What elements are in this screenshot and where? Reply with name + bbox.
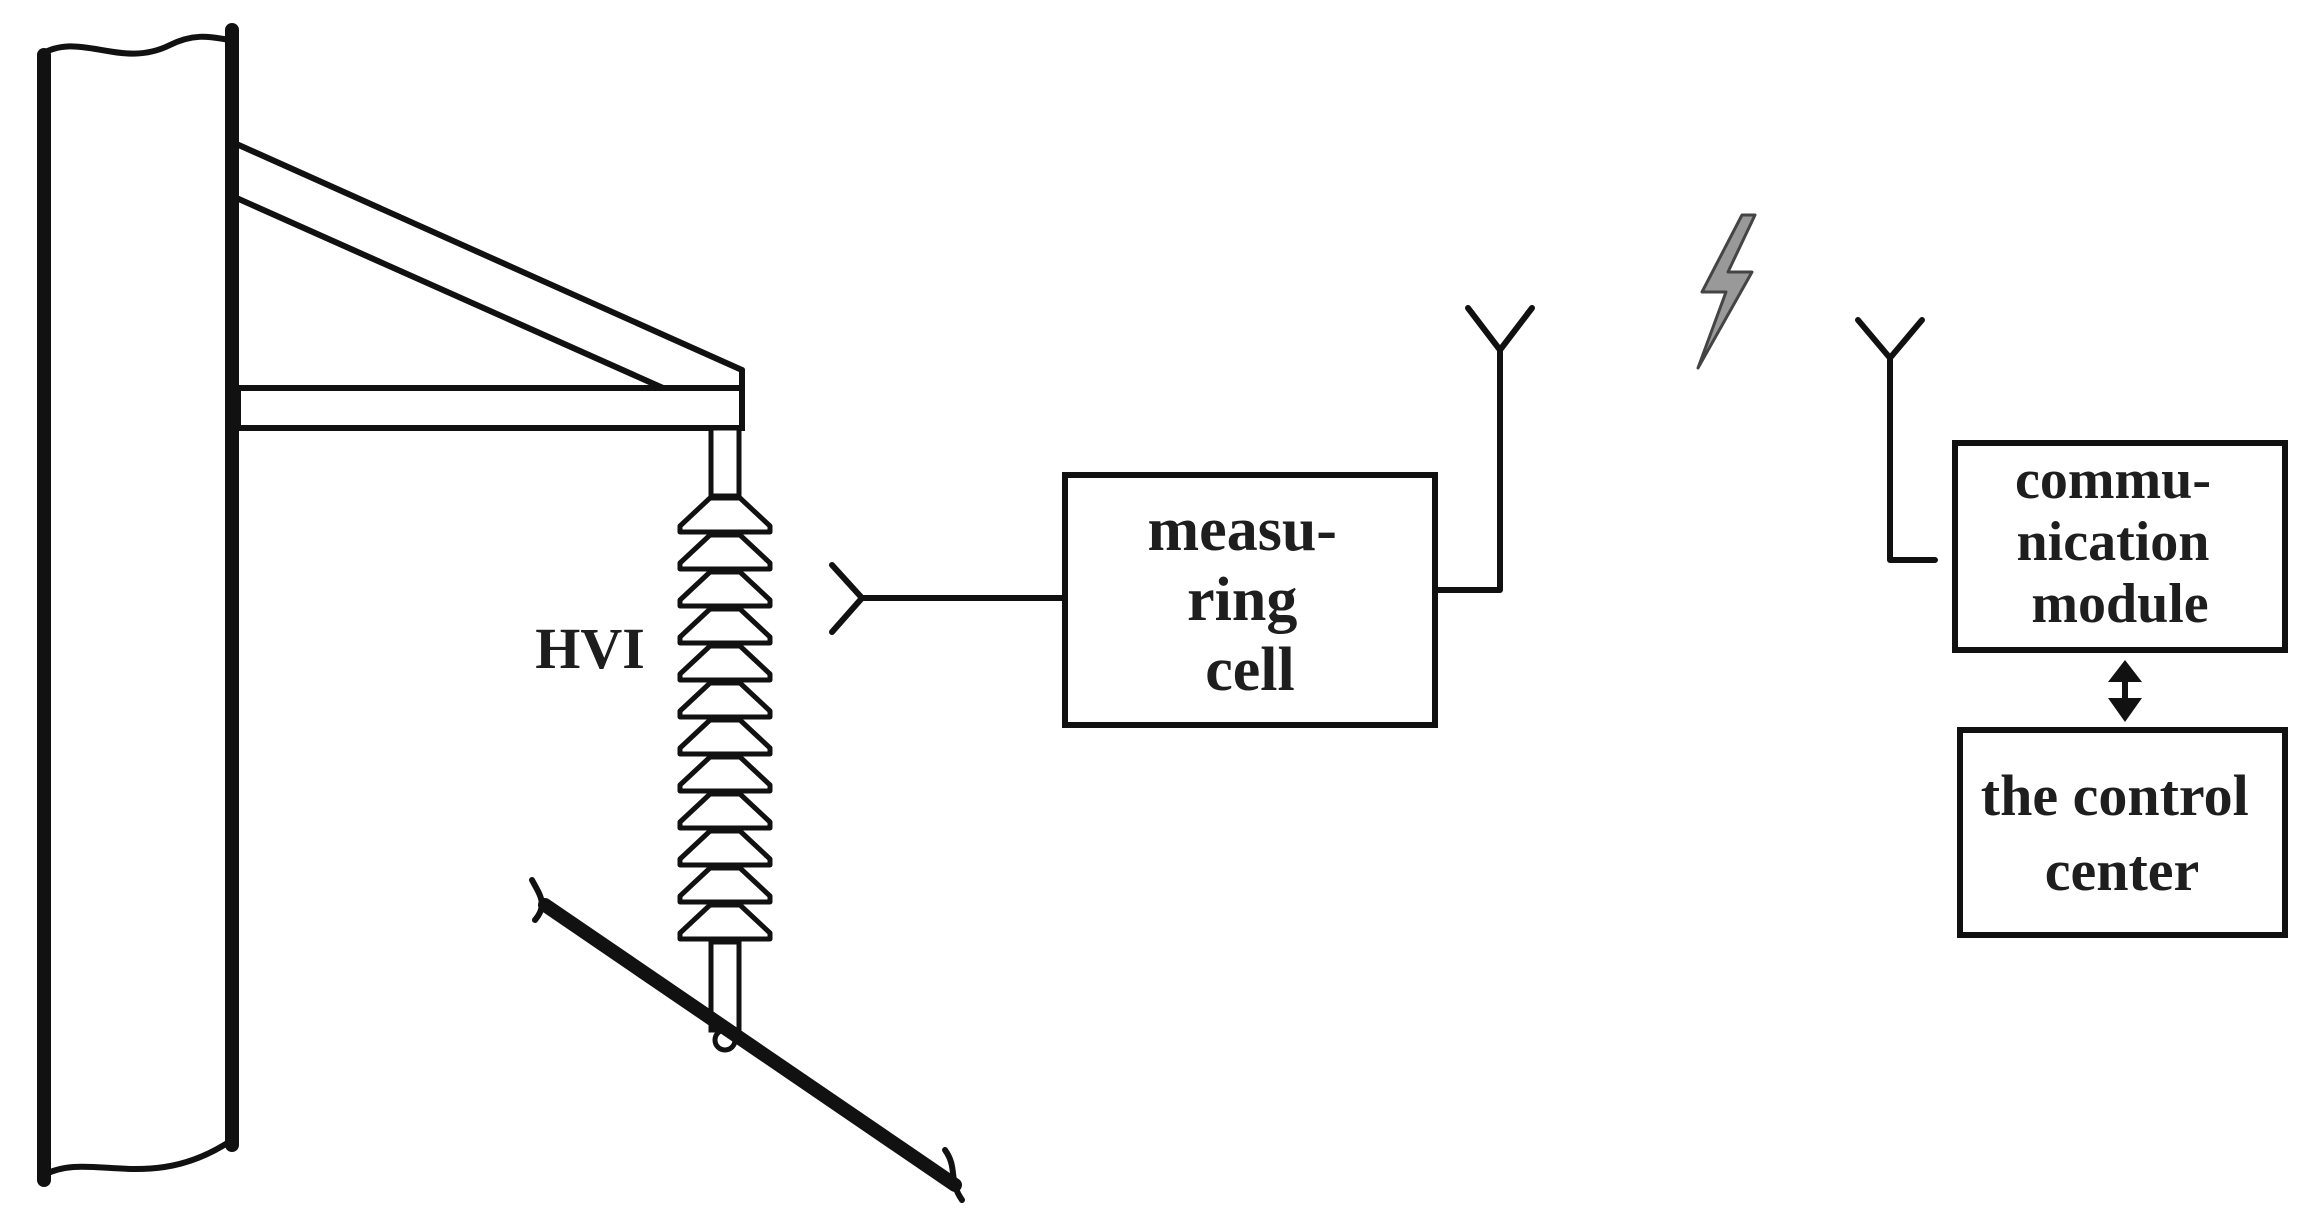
insulator-disc [677, 902, 773, 942]
control-center-label: the control center [1981, 763, 2263, 903]
insulator-disc [677, 680, 773, 720]
insulator-disc [677, 532, 773, 572]
insulator-cap [708, 425, 742, 499]
bidirectional-arrow-icon [2108, 660, 2142, 722]
antenna-icon [1432, 305, 1535, 593]
control-center-box [1957, 727, 2288, 938]
insulator-icon [677, 425, 773, 1053]
insulator-disc [677, 606, 773, 646]
communication-module-line-3: module [2031, 573, 2208, 635]
insulator-disc [677, 865, 773, 905]
communication-module-label: commu- nication module [2015, 449, 2225, 635]
utility-pole [37, 23, 239, 1187]
conductor-line [529, 877, 965, 1203]
insulator-disc [677, 828, 773, 868]
insulator-disc [677, 643, 773, 683]
insulator-disc [677, 569, 773, 609]
control-center-line-1: the control [1981, 763, 2249, 828]
measuring-cell-line-2: ring [1187, 566, 1297, 634]
insulator-disc [677, 717, 773, 757]
insulator-disc [677, 791, 773, 831]
control-center-line-2: center [2045, 838, 2200, 903]
antenna-icon [1855, 317, 1938, 563]
communication-module-line-2: nication [2017, 511, 2210, 573]
measuring-cell-label: measu- ring cell [1148, 496, 1353, 704]
measuring-cell-line-3: cell [1205, 636, 1295, 704]
cross-arm [229, 139, 745, 431]
communication-module-box [1952, 440, 2288, 653]
sensor-probe [829, 562, 1068, 635]
measuring-cell-box [1062, 472, 1438, 728]
measuring-cell-line-1: measu- [1148, 496, 1337, 564]
communication-module-line-1: commu- [2015, 449, 2211, 511]
insulator-label: HVI [535, 616, 645, 681]
lightning-bolt-icon [1696, 213, 1757, 370]
insulator-disc [677, 754, 773, 794]
insulator-disc [677, 495, 773, 535]
